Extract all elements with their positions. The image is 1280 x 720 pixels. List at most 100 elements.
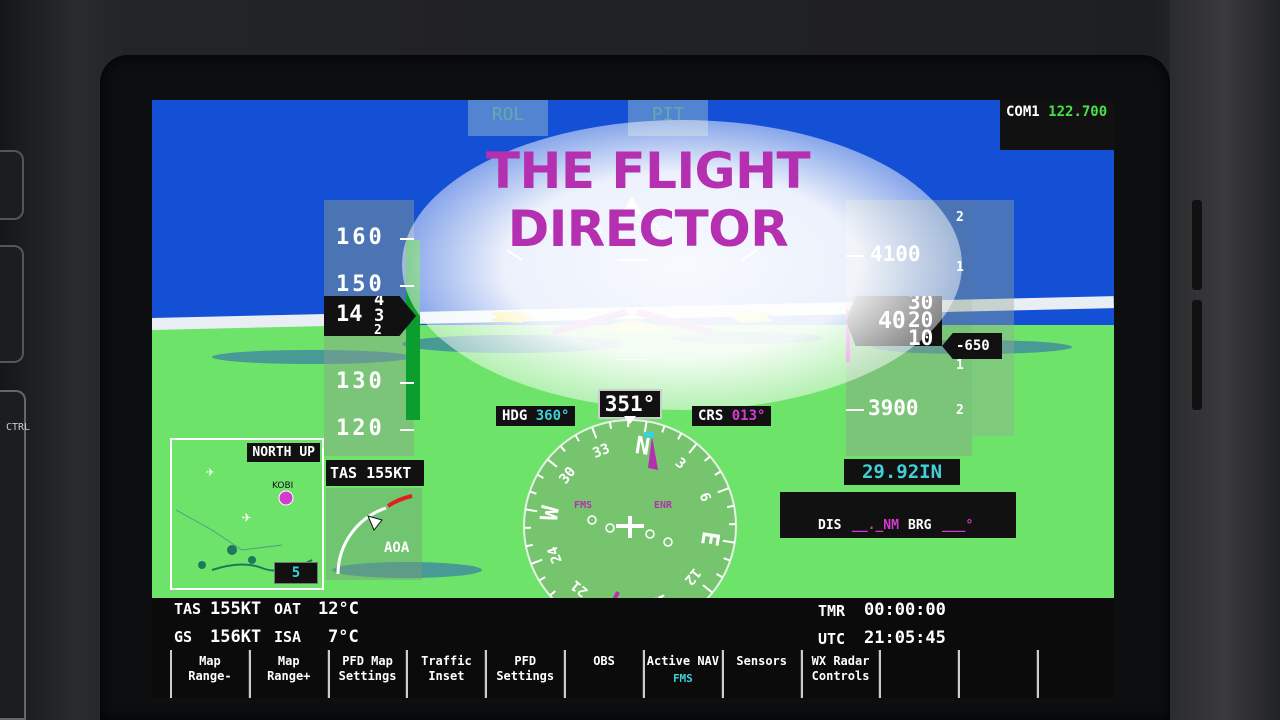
bottom-isa-value: 7°C xyxy=(328,627,359,647)
aoa-red-arc xyxy=(386,494,413,508)
nav-source-fms: FMS xyxy=(574,500,592,511)
bottom-utc-label: UTC xyxy=(818,630,846,648)
softkey-11[interactable] xyxy=(958,650,1038,698)
softkey-6[interactable]: OBS xyxy=(564,650,643,698)
vsi-scale-1-down: 1 xyxy=(956,358,964,373)
traffic-aircraft-icon: ✈ xyxy=(206,464,215,480)
compass-label: N xyxy=(633,431,652,461)
compass-tick xyxy=(525,508,538,513)
airspeed-current-lo: 3 xyxy=(374,306,385,326)
inset-map-terrain: ✈ ✈ KOBI xyxy=(175,464,313,572)
hsi-compass: N36E1215S2124W3033 FMS ENR xyxy=(523,416,737,622)
softkey-line1: Sensors xyxy=(736,654,787,668)
com1-label: COM1 xyxy=(1006,104,1040,120)
softkey-8[interactable]: Sensors xyxy=(721,650,801,698)
side-panel-mid xyxy=(0,245,24,363)
softkey-sub: FMS xyxy=(672,672,693,685)
compass-tick xyxy=(677,432,683,440)
softkey-line1: WX Radar xyxy=(811,654,870,668)
dis-label: DIS xyxy=(818,518,842,533)
barometric-setting[interactable]: 29.92IN xyxy=(844,459,960,485)
ctrl-tab[interactable]: CTRL xyxy=(0,390,31,720)
vsi-scale-2-down: 2 xyxy=(956,403,964,418)
brg-label: BRG xyxy=(908,518,932,533)
compass-tick xyxy=(702,584,714,594)
compass-tick xyxy=(643,421,648,434)
heading-bug-box[interactable]: HDG 360° xyxy=(496,406,576,426)
course-box[interactable]: CRS 013° xyxy=(692,406,772,426)
bottom-tmr-label: TMR xyxy=(818,602,846,620)
compass-label: E xyxy=(695,529,725,548)
compass-tick xyxy=(536,473,544,479)
brg-value: ___° xyxy=(942,518,974,533)
aoa-pointer xyxy=(367,515,383,531)
compass-tick xyxy=(726,504,735,509)
softkey-10[interactable] xyxy=(879,650,959,698)
rail-slot xyxy=(1192,200,1202,290)
rail-slot xyxy=(1192,300,1202,410)
map-lake xyxy=(198,561,206,569)
hdg-value: 360° xyxy=(535,408,570,424)
roll-mode-annunciator: ROL xyxy=(468,100,548,136)
compass-tick xyxy=(704,455,711,462)
softkey-line1: Traffic xyxy=(421,654,472,668)
crs-label: CRS xyxy=(698,408,724,424)
dis-value: __._NM xyxy=(852,518,899,533)
softkey-line2: Settings xyxy=(338,669,397,683)
softkey-line2: Range- xyxy=(188,669,232,683)
compass-tick xyxy=(722,539,735,544)
airspeed-roll-bot: 2 xyxy=(374,323,382,338)
softkey-line1: OBS xyxy=(593,654,615,668)
compass-tick xyxy=(525,543,534,548)
compass-tick xyxy=(538,576,546,582)
bottom-oat-label: OAT xyxy=(274,600,302,618)
com1-box[interactable]: COM1 122.700 xyxy=(1000,100,1114,150)
bottom-gs-value: 156KT xyxy=(210,627,262,647)
bottom-oat-value: 12°C xyxy=(318,599,359,619)
bottom-gs-label: GS xyxy=(174,628,193,646)
aoa-indicator: AOA xyxy=(326,488,422,580)
map-boundary-line xyxy=(175,509,283,551)
softkey-12[interactable] xyxy=(1037,650,1114,698)
map-range: 5 xyxy=(274,562,318,584)
airport-label: KOBI xyxy=(272,481,293,491)
compass-tick xyxy=(608,421,613,430)
compass-tick xyxy=(529,490,537,495)
aircraft-symbol xyxy=(616,516,644,538)
bottom-utc-value: 21:05:45 xyxy=(864,628,946,648)
airspeed-readout: 14 4 3 2 xyxy=(324,296,416,336)
ownship-aircraft-icon: ✈ xyxy=(242,507,252,526)
vertical-speed-readout: -650 xyxy=(942,333,1002,359)
airspeed-roll-top: 4 xyxy=(374,290,385,310)
softkey-line1: PFD Map xyxy=(342,654,393,668)
ground-texture xyxy=(332,562,482,578)
airspeed-tick-130: 130 xyxy=(336,369,385,394)
ground-texture xyxy=(212,350,412,364)
bottom-tas-label: TAS xyxy=(174,600,202,618)
compass-tick xyxy=(723,557,731,562)
tas-value: 155KT xyxy=(366,464,412,482)
right-rail xyxy=(1170,0,1280,720)
inset-map[interactable]: ✈ ✈ KOBI NORTH UP 5 xyxy=(170,438,324,590)
compass-label: W xyxy=(535,503,565,522)
compass-tick xyxy=(559,445,566,452)
altitude-tick-3900: 3900 xyxy=(868,396,919,420)
aoa-label: AOA xyxy=(384,540,410,556)
course-pointer-head xyxy=(648,436,658,470)
vsi-tape xyxy=(972,200,1014,436)
hdg-label: HDG xyxy=(502,408,528,424)
cdi-dot xyxy=(605,523,615,533)
title-glow xyxy=(402,120,962,410)
tas-label: TAS xyxy=(330,464,358,482)
heading-readout: 351° xyxy=(598,389,662,419)
airspeed-tick-160: 160 xyxy=(336,225,385,250)
ctrl-label: CTRL xyxy=(6,422,31,433)
softkey-line2: Controls xyxy=(811,669,870,683)
